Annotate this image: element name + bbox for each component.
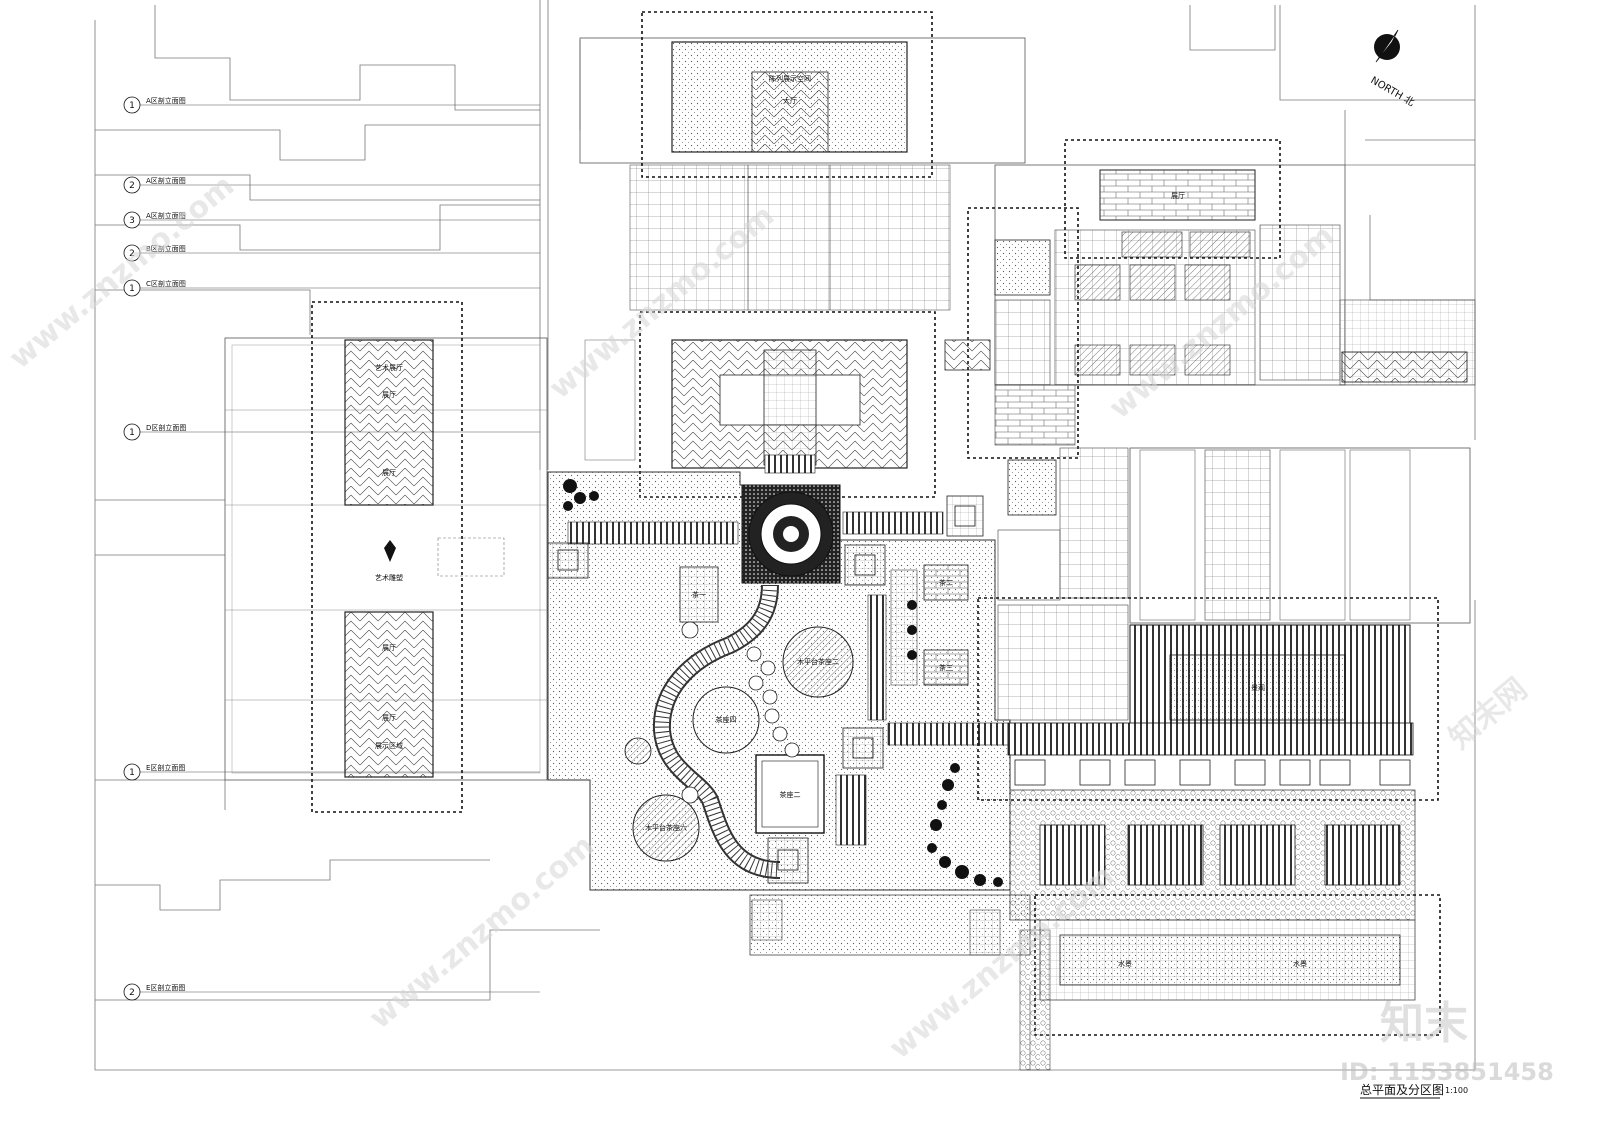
section-marker-circle-icon — [123, 763, 141, 781]
zone-se-courtyards: 水景 水景 — [749, 789, 1441, 1071]
zone-d-west-gallery: 艺术展厅 展厅 展厅 艺术雕塑 展厅 展厅 展示区域 — [224, 301, 548, 813]
section-marker-circle-icon — [123, 244, 141, 262]
drawing-title-block: 总平面及分区图 1:100 — [1360, 1083, 1468, 1099]
garden-tea-1: 茶一 — [692, 590, 706, 599]
section-marker-number: 2 — [129, 249, 135, 259]
section-marker-label: A区剖立面图 — [146, 96, 186, 105]
west-upper-b: 展厅 — [382, 469, 396, 477]
east-court: 景观 — [1251, 684, 1265, 692]
section-marker-circle-icon — [123, 211, 141, 229]
section-marker-number: 1 — [129, 768, 135, 778]
zone-c-garden: 茶一 木平台茶座二 茶座四 茶座二 木平台茶座六 茶二 茶三 — [547, 471, 1011, 891]
section-marker-circle-icon — [123, 96, 141, 114]
watermark-id: ID: 1153851458 — [1340, 1058, 1554, 1086]
watermark-site-1: www.znzmo.com — [3, 168, 241, 376]
west-upper-title: 艺术展厅 — [375, 363, 403, 372]
zone-e-east: 景观 — [977, 447, 1471, 801]
section-marker: 2 B区剖立面图 — [123, 244, 540, 262]
garden-round-south: 木平台茶座六 — [645, 823, 687, 832]
section-marker-circle-icon — [123, 983, 141, 1001]
section-marker-label: C区剖立面图 — [146, 279, 186, 288]
section-marker: 1 E区剖立面图 — [123, 763, 540, 781]
watermark-brand: 知末 — [1380, 998, 1468, 1049]
section-marker-number: 2 — [129, 988, 135, 998]
section-marker-number: 3 — [129, 216, 135, 226]
section-marker-number: 1 — [129, 101, 135, 111]
drawing-title: 总平面及分区图 — [1360, 1083, 1444, 1097]
west-center: 艺术雕塑 — [375, 573, 403, 582]
west-lower-a: 展厅 — [382, 644, 396, 652]
north-hall-title: 陈列展示空间 — [769, 74, 811, 83]
section-marker: 2 E区剖立面图 — [123, 983, 540, 1001]
section-marker: 1 D区剖立面图 — [123, 423, 540, 441]
section-marker-label: E区剖立面图 — [146, 763, 185, 772]
section-marker-circle-icon — [123, 423, 141, 441]
zone-ne-buildings: 展厅 — [944, 139, 1476, 459]
north-label: NORTH 北 — [1369, 74, 1417, 109]
north-arrow-icon: NORTH 北 — [1369, 29, 1417, 109]
section-marker: 1 A区剖立面图 — [123, 96, 540, 114]
section-marker-label: D区剖立面图 — [146, 423, 186, 432]
garden-square: 茶座二 — [780, 790, 801, 799]
zone-b-center-hall — [584, 311, 936, 498]
garden-circle: 茶座四 — [716, 715, 737, 724]
west-lower-c: 展示区域 — [375, 741, 403, 750]
south-pool-b: 水景 — [1293, 959, 1307, 968]
section-marker-number: 2 — [129, 181, 135, 191]
section-marker-label: A区剖立面图 — [146, 211, 186, 220]
section-marker: 3 A区剖立面图 — [123, 211, 540, 229]
section-marker-number: 1 — [129, 428, 135, 438]
section-marker: 1 C区剖立面图 — [123, 279, 540, 297]
south-pool-a: 水景 — [1118, 959, 1132, 968]
north-hall-sub: 大厅 — [783, 96, 797, 105]
garden-tea-3: 茶三 — [939, 663, 953, 672]
section-marker-label: A区剖立面图 — [146, 176, 186, 185]
west-upper-a: 展厅 — [382, 391, 396, 399]
section-marker-circle-icon — [123, 279, 141, 297]
garden-tea-2: 茶二 — [939, 578, 953, 587]
section-marker-label: B区剖立面图 — [146, 244, 186, 253]
section-marker-number: 1 — [129, 284, 135, 294]
watermark-site-4: www.znzmo.com — [363, 828, 601, 1036]
ne-room: 展厅 — [1171, 192, 1185, 200]
watermark-cn-1: 知末网 — [1443, 671, 1534, 756]
section-marker: 2 A区剖立面图 — [123, 176, 540, 194]
section-marker-label: E区剖立面图 — [146, 983, 185, 992]
section-marker-circle-icon — [123, 176, 141, 194]
zone-a-north-hall: 陈列展示空间 大厅 — [579, 11, 1026, 311]
garden-stage: 木平台茶座二 — [797, 657, 839, 666]
west-lower-b: 展厅 — [382, 714, 396, 722]
drawing-scale: 1:100 — [1445, 1086, 1468, 1095]
